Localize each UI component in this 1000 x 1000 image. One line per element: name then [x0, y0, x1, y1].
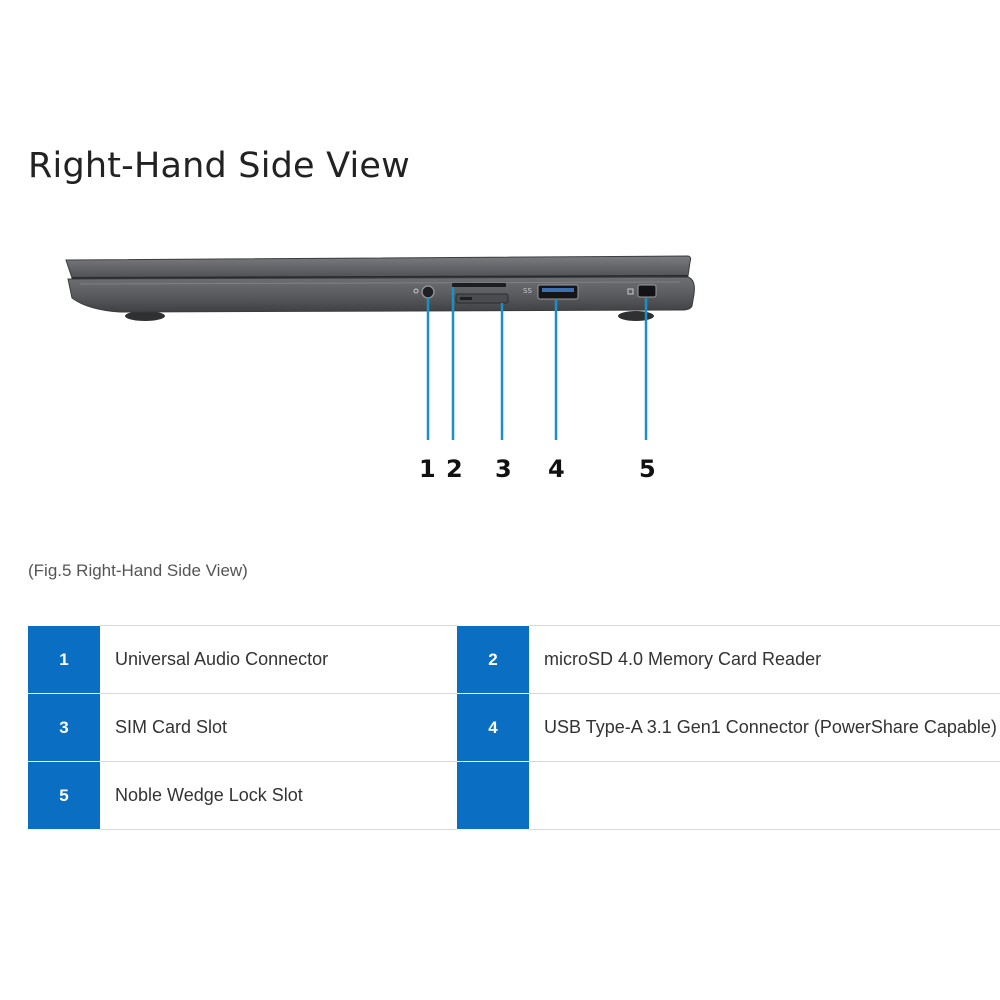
port-label-cell: USB Type-A 3.1 Gen1 Connector (PowerShar…	[529, 694, 1000, 762]
table-row: 1 Universal Audio Connector 2 microSD 4.…	[28, 626, 1000, 694]
callout-number-1: 1	[419, 455, 436, 483]
audio-jack-icon	[422, 286, 434, 298]
port-label-cell: Universal Audio Connector	[100, 626, 457, 694]
port-number-cell	[457, 762, 529, 830]
table-row: 5 Noble Wedge Lock Slot	[28, 762, 1000, 830]
sim-slot-pin-icon	[460, 297, 472, 300]
port-label-cell	[529, 762, 1000, 830]
microsd-slot-icon	[452, 283, 506, 287]
port-number-cell: 4	[457, 694, 529, 762]
callout-number-5: 5	[639, 455, 656, 483]
usb-a-port-tongue	[542, 288, 574, 292]
callout-number-3: 3	[495, 455, 512, 483]
port-label-cell: SIM Card Slot	[100, 694, 457, 762]
figure-caption: (Fig.5 Right-Hand Side View)	[28, 561, 248, 581]
port-number-cell: 5	[28, 762, 100, 830]
laptop-foot-right	[618, 311, 654, 321]
port-label-cell: microSD 4.0 Memory Card Reader	[529, 626, 1000, 694]
laptop-lid	[66, 256, 691, 278]
callout-number-2: 2	[446, 455, 463, 483]
laptop-side-view-illustration: SS 1 2 3 4 5	[0, 230, 720, 500]
port-number-cell: 3	[28, 694, 100, 762]
page-title: Right-Hand Side View	[28, 146, 410, 186]
callout-number-4: 4	[548, 455, 565, 483]
port-number-cell: 1	[28, 626, 100, 694]
table-row: 3 SIM Card Slot 4 USB Type-A 3.1 Gen1 Co…	[28, 694, 1000, 762]
ports-table: 1 Universal Audio Connector 2 microSD 4.…	[28, 625, 1000, 830]
laptop-side-view-figure: SS 1 2 3 4 5	[0, 230, 720, 500]
usb-ss-glyph-icon: SS	[523, 287, 532, 295]
laptop-foot-left	[125, 311, 165, 321]
port-label-cell: Noble Wedge Lock Slot	[100, 762, 457, 830]
port-number-cell: 2	[457, 626, 529, 694]
wedge-lock-slot-icon	[638, 285, 656, 297]
